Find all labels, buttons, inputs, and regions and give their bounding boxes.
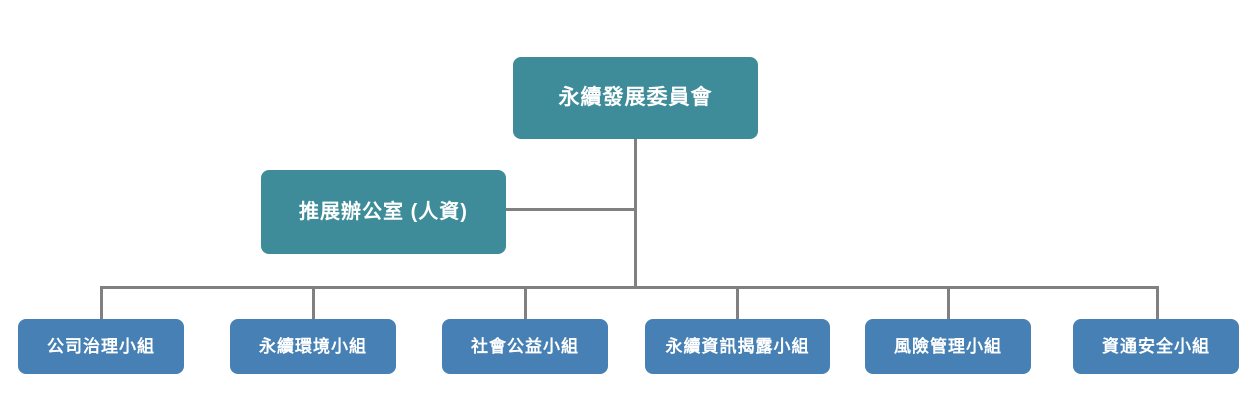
node-team-information-security[interactable]: 資通安全小組 bbox=[1073, 319, 1239, 374]
node-promotion-office-hr[interactable]: 推展辦公室 (人資) bbox=[261, 170, 506, 254]
connector-drop-team-2 bbox=[312, 286, 315, 319]
node-team-corporate-governance[interactable]: 公司治理小組 bbox=[18, 319, 184, 374]
node-team-risk-management[interactable]: 風險管理小組 bbox=[865, 319, 1031, 374]
connector-drop-team-3 bbox=[524, 286, 527, 319]
connector-drop-team-5 bbox=[947, 286, 950, 319]
node-team-social-welfare[interactable]: 社會公益小組 bbox=[442, 319, 608, 374]
node-team-sustainable-environment[interactable]: 永續環境小組 bbox=[230, 319, 396, 374]
connector-office-horizontal bbox=[506, 208, 636, 211]
connector-drop-team-6 bbox=[1156, 286, 1159, 319]
connector-root-vertical bbox=[634, 139, 637, 288]
connector-drop-team-4 bbox=[736, 286, 739, 319]
connector-drop-team-1 bbox=[100, 286, 103, 319]
node-sustainable-development-committee[interactable]: 永續發展委員會 bbox=[513, 57, 758, 139]
connector-horizontal-bus bbox=[101, 286, 1159, 289]
node-team-sustainability-disclosure[interactable]: 永續資訊揭露小組 bbox=[645, 319, 830, 374]
